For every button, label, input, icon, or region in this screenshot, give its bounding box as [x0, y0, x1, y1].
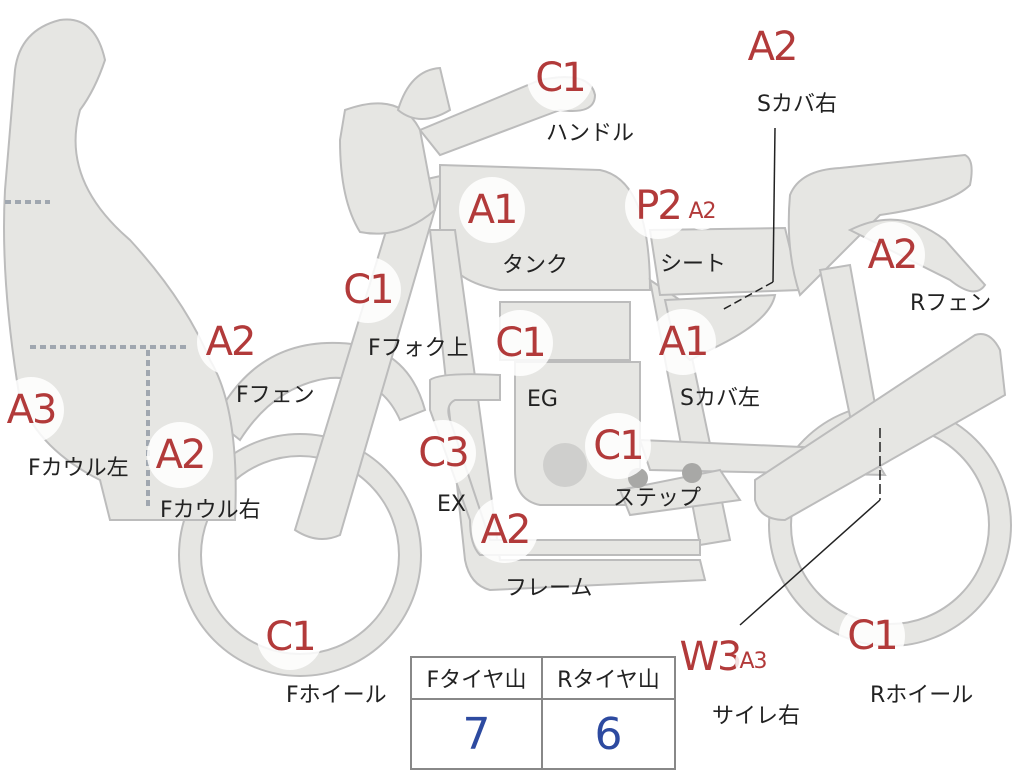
label-rwheel: Rホイール — [870, 683, 974, 708]
grade-eg: C1 — [487, 310, 553, 376]
grade-seat-sub: A2 — [684, 194, 720, 230]
grade-ex: C3 — [410, 420, 476, 486]
grade-scover-right: A2 — [739, 14, 805, 80]
grade-tank: A1 — [459, 177, 525, 243]
grade-scover-left: A1 — [650, 309, 716, 375]
tire-tread-table: Fタイヤ山 Rタイヤ山 7 6 — [410, 656, 676, 770]
rear-tire-value: 6 — [594, 708, 623, 760]
headlight-shape — [338, 102, 437, 235]
label-seat: シート — [660, 252, 727, 277]
label-fork: Fフォク上 — [368, 336, 469, 361]
label-ex: EX — [437, 492, 466, 517]
label-fcowl-right: Fカウル右 — [160, 498, 261, 523]
grade-rfender: A2 — [859, 222, 925, 288]
fork-shape — [293, 173, 447, 540]
exhaust-shape — [429, 373, 701, 556]
grade-rwheel: C1 — [839, 603, 905, 669]
label-scover-left: Sカバ左 — [680, 386, 760, 411]
grade-fwheel: C1 — [257, 604, 323, 670]
label-ffender: Fフェン — [236, 383, 315, 408]
grade-ffender: A2 — [197, 309, 263, 375]
label-handle: ハンドル — [546, 121, 635, 146]
grade-muffler-right-sub: A3 — [735, 644, 771, 680]
label-scover-right: Sカバ右 — [757, 92, 837, 117]
label-frame: フレーム — [505, 576, 593, 601]
grade-handle: C1 — [527, 45, 593, 111]
muffler-shape — [754, 333, 1007, 522]
label-fcowl-left: Fカウル左 — [28, 456, 129, 481]
label-tank: タンク — [502, 253, 569, 278]
grade-step: C1 — [585, 413, 651, 479]
frame-shape — [428, 229, 707, 592]
grade-fork: C1 — [335, 257, 401, 323]
label-fwheel: Fホイール — [286, 683, 387, 708]
grade-fcowl-left: A3 — [0, 377, 64, 443]
grade-fcowl-right: A2 — [147, 422, 213, 488]
label-eg: EG — [527, 387, 558, 412]
label-muffler-right: サイレ右 — [712, 704, 801, 729]
grade-muffler-right: W3 — [677, 624, 743, 690]
front-tire-header: Fタイヤ山 — [412, 658, 543, 700]
rear-tire-header: Rタイヤ山 — [543, 658, 674, 700]
label-rfender: Rフェン — [910, 291, 992, 316]
grade-seat: P2 — [625, 173, 691, 239]
front-tire-value: 7 — [412, 700, 543, 768]
grade-frame: A2 — [472, 497, 538, 563]
label-step: ステップ — [613, 486, 702, 511]
